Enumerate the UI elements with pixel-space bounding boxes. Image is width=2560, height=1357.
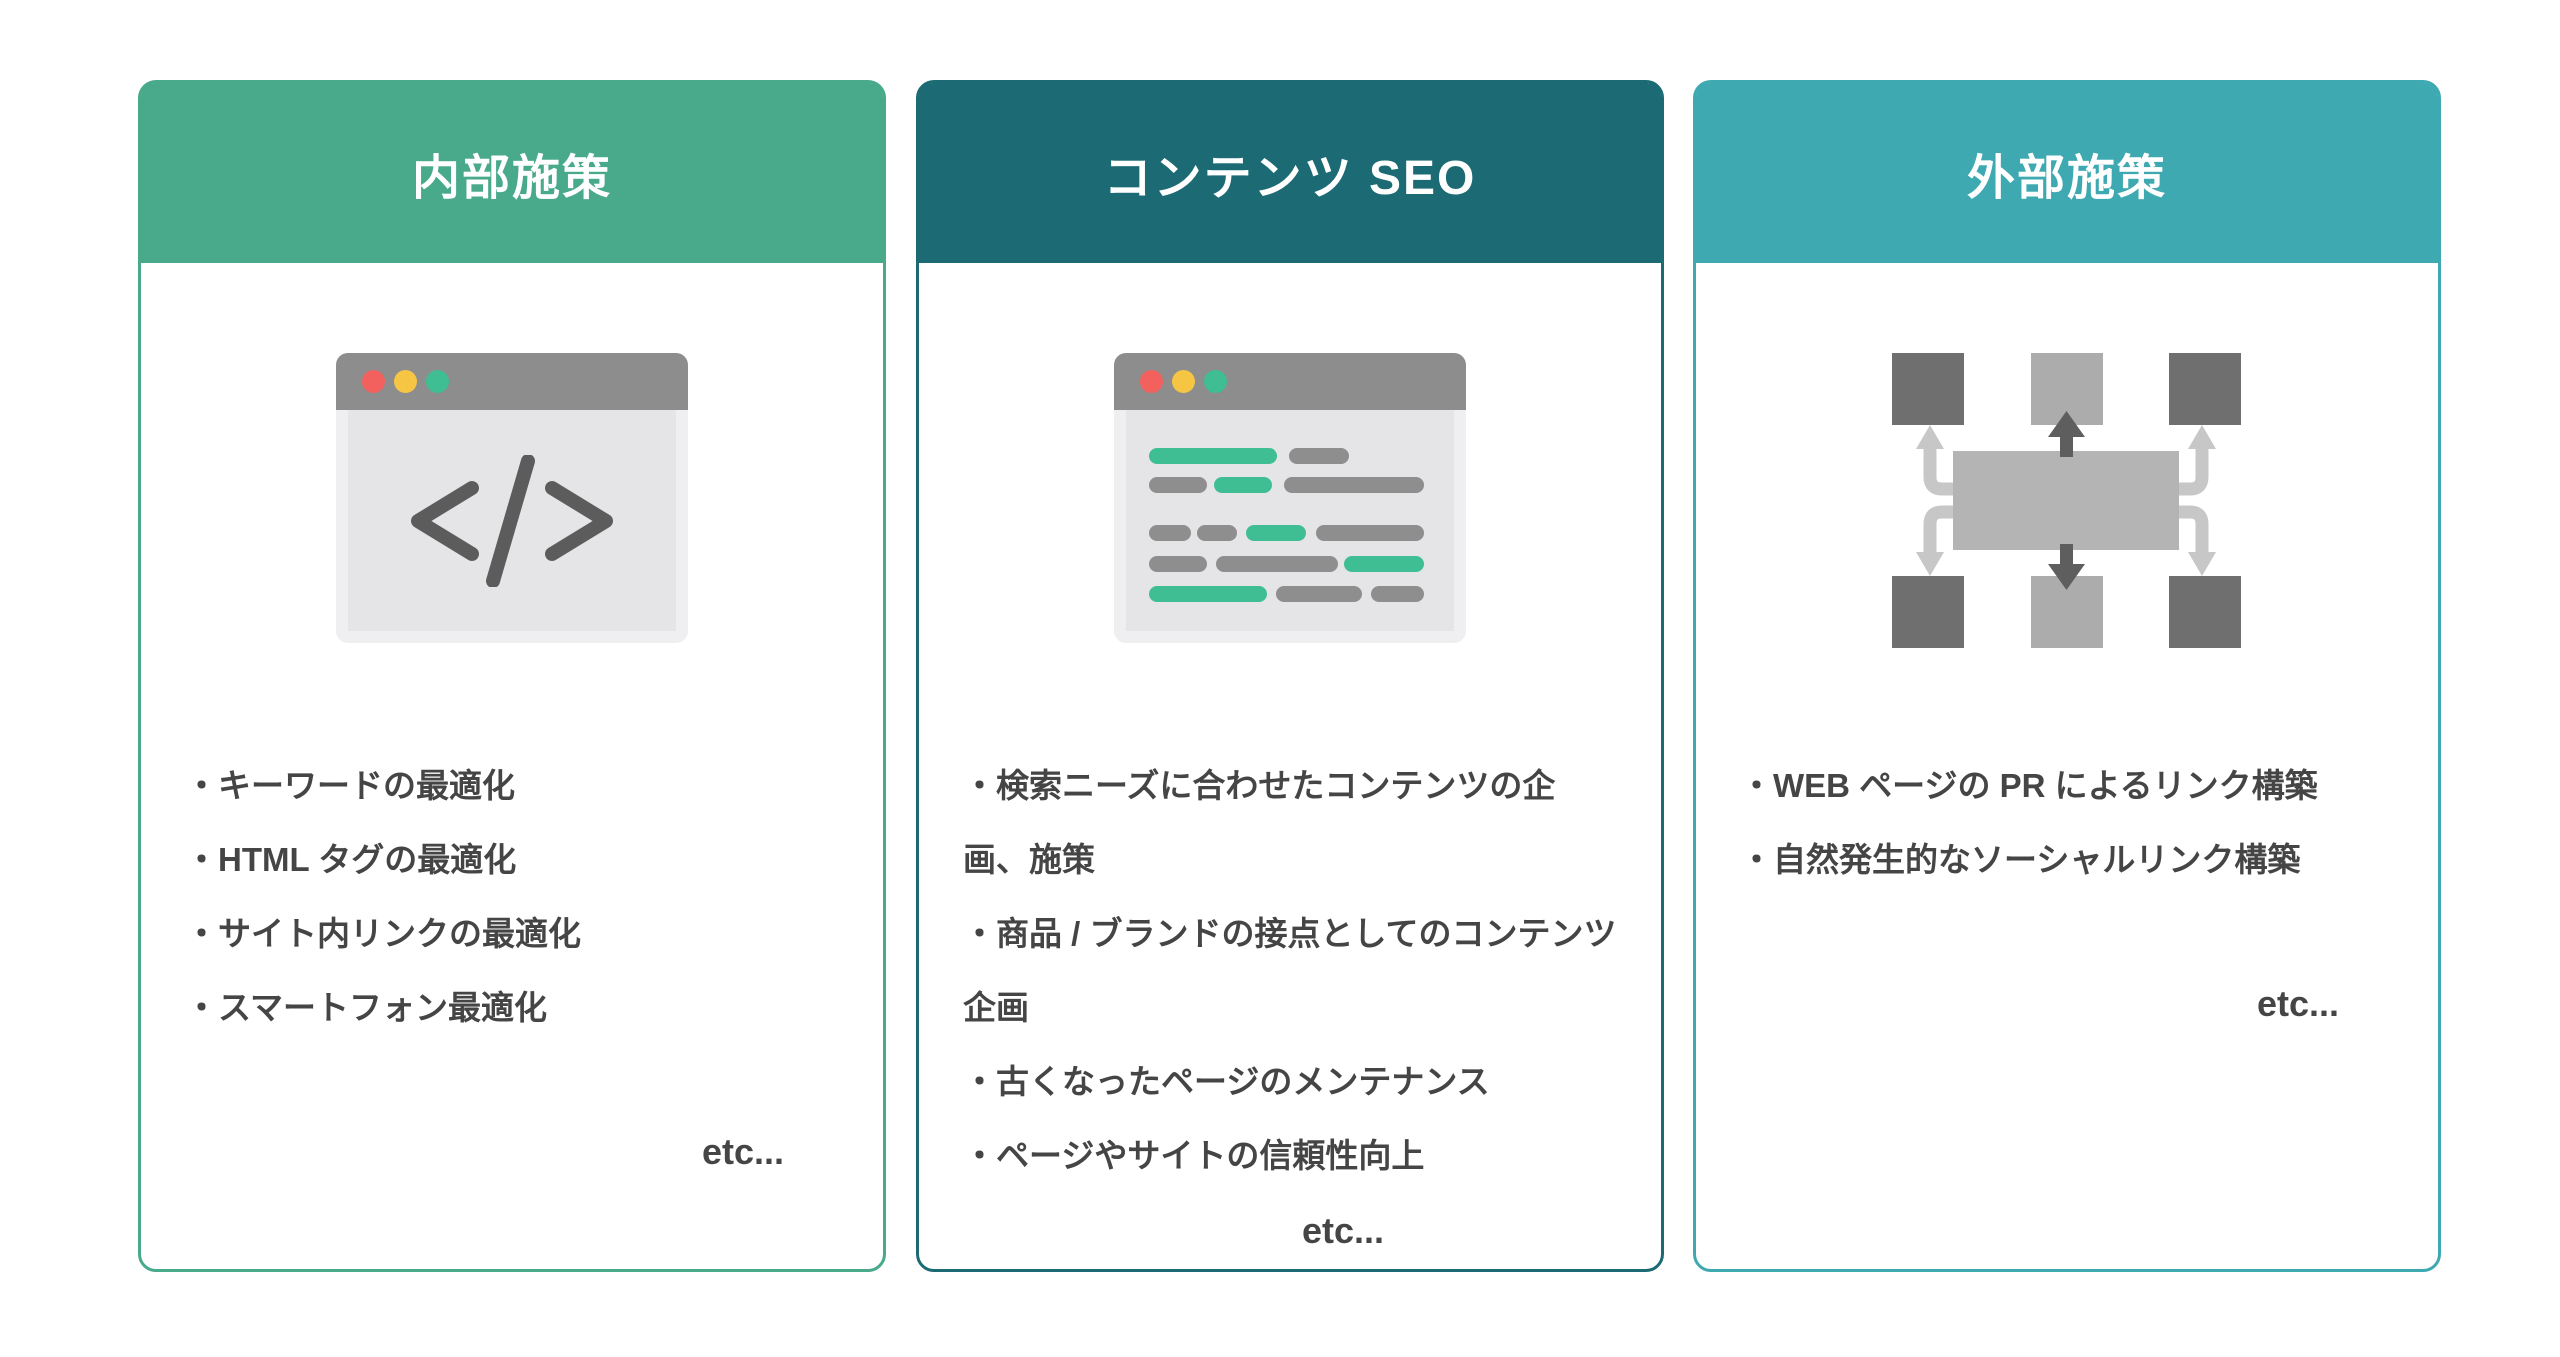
list-item: ・WEB ページの PR によるリンク構築: [1740, 767, 2318, 804]
card-title: コンテンツ SEO: [1103, 152, 1477, 205]
bullet-list: ・キーワードの最適化・HTML タグの最適化・サイト内リンクの最適化・スマートフ…: [185, 749, 839, 1045]
link-network-icon: [1740, 353, 2394, 648]
list-item: ・古くなったページのメンテナンス: [963, 1063, 1490, 1100]
card-header-internal: 内部施策: [141, 83, 883, 263]
list-item: ・商品 / ブランドの接点としてのコンテンツ企画: [963, 915, 1617, 1026]
card-external-seo: 外部施策: [1693, 80, 2441, 1272]
yellow-dot-icon: [1172, 370, 1195, 393]
list-item: ・ページやサイトの信頼性向上: [963, 1137, 1425, 1174]
card-internal-seo: 内部施策: [138, 80, 886, 1272]
etc-label: etc...: [1301, 1210, 1384, 1251]
browser-text-lines-icon: [963, 353, 1617, 648]
browser-content: [1126, 410, 1454, 631]
red-dot-icon: [1140, 370, 1163, 393]
browser-content: [348, 410, 676, 631]
card-title: 内部施策: [411, 152, 612, 205]
card-body: ・キーワードの最適化・HTML タグの最適化・サイト内リンクの最適化・スマートフ…: [141, 263, 883, 1174]
red-dot-icon: [362, 370, 385, 393]
bullet-list: ・WEB ページの PR によるリンク構築・自然発生的なソーシャルリンク構築: [1740, 749, 2394, 897]
list-item: ・キーワードの最適化: [185, 767, 515, 804]
card-body: ・WEB ページの PR によるリンク構築・自然発生的なソーシャルリンク構築 e…: [1696, 263, 2438, 1026]
list-item: ・サイト内リンクの最適化: [185, 915, 581, 952]
yellow-dot-icon: [394, 370, 417, 393]
code-glyph-icon: [411, 454, 613, 587]
browser-window: [336, 353, 688, 643]
card-header-external: 外部施策: [1696, 83, 2438, 263]
green-dot-icon: [1204, 370, 1227, 393]
text-lines-graphic: [1149, 448, 1424, 602]
green-dot-icon: [426, 370, 449, 393]
link-network-graphic: [1892, 353, 2241, 648]
etc-label: etc...: [701, 1131, 784, 1172]
browser-titlebar: [1114, 353, 1466, 410]
browser-window: [1114, 353, 1466, 643]
list-item: ・検索ニーズに合わせたコンテンツの企画、施策: [963, 767, 1556, 878]
browser-code-icon: [185, 353, 839, 648]
card-title: 外部施策: [1966, 152, 2167, 205]
list-item: ・HTML タグの最適化: [185, 841, 517, 878]
list-item: ・自然発生的なソーシャルリンク構築: [1740, 841, 2301, 878]
card-body: ・検索ニーズに合わせたコンテンツの企画、施策・商品 / ブランドの接点としてのコ…: [919, 263, 1661, 1253]
card-content-seo: コンテンツ SEO: [916, 80, 1664, 1272]
bullet-list: ・検索ニーズに合わせたコンテンツの企画、施策・商品 / ブランドの接点としてのコ…: [963, 749, 1617, 1193]
browser-titlebar: [336, 353, 688, 410]
etc-label: etc...: [2256, 983, 2339, 1024]
list-item: ・スマートフォン最適化: [185, 989, 548, 1026]
card-header-content: コンテンツ SEO: [919, 83, 1661, 263]
